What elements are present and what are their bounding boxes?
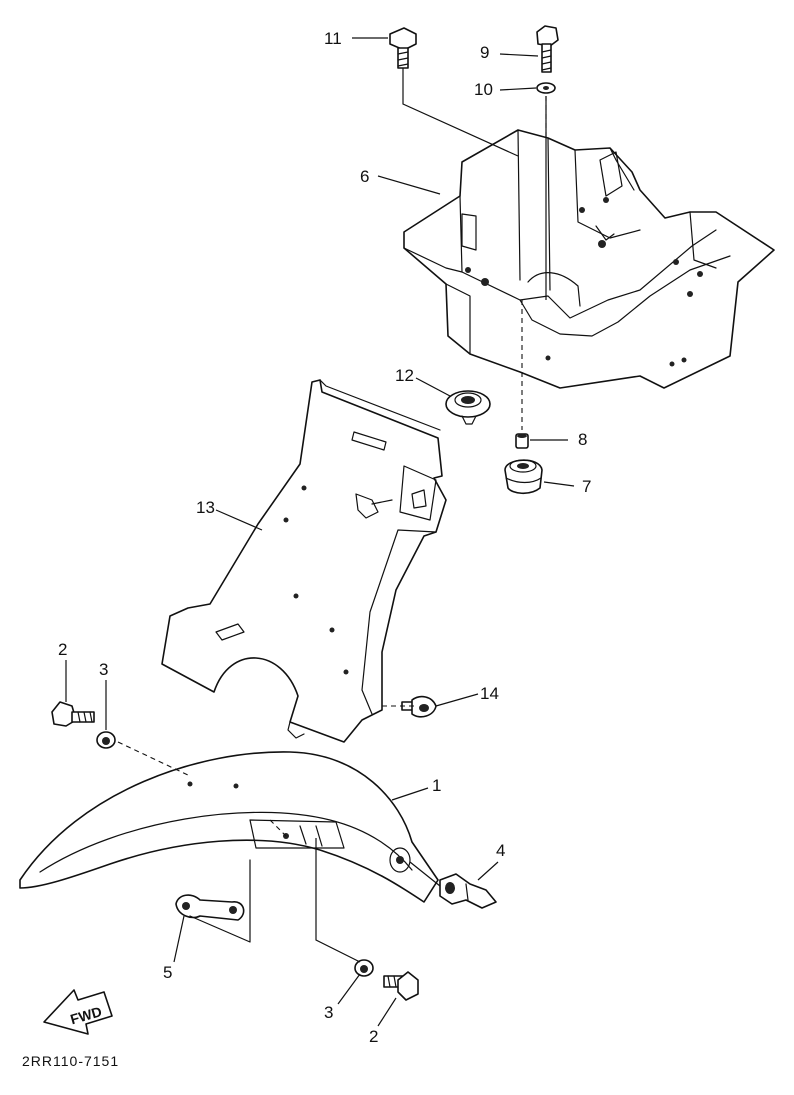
bolt-2-upper xyxy=(51,701,95,727)
clip-4 xyxy=(439,873,497,909)
callout-14: 14 xyxy=(480,684,499,703)
callout-10: 10 xyxy=(474,80,493,99)
inner-fender-13 xyxy=(161,379,447,743)
damper-7 xyxy=(504,459,543,495)
callouts: 11 9 10 6 12 8 7 13 2 3 14 1 4 5 3 2 xyxy=(58,29,591,1046)
screw-14 xyxy=(401,695,437,718)
callout-6: 6 xyxy=(360,167,369,186)
callout-2-upper: 2 xyxy=(58,640,67,659)
battery-box xyxy=(403,129,775,389)
front-fender-1 xyxy=(19,751,439,903)
callout-8: 8 xyxy=(578,430,587,449)
callout-3-lower: 3 xyxy=(324,1003,333,1022)
bolt-11 xyxy=(389,27,417,69)
assembly-lines xyxy=(117,68,547,963)
callout-3-upper: 3 xyxy=(99,660,108,679)
washer-10 xyxy=(536,82,556,94)
callout-1: 1 xyxy=(432,776,441,795)
collar-8 xyxy=(515,433,529,449)
washer-3-lower xyxy=(354,959,374,977)
callout-5: 5 xyxy=(163,963,172,982)
callout-12: 12 xyxy=(395,366,414,385)
callout-11: 11 xyxy=(324,29,342,48)
bolt-2-lower xyxy=(383,971,419,1001)
fwd-arrow: FWD xyxy=(43,989,113,1035)
callout-4: 4 xyxy=(496,841,505,860)
washer-3-upper xyxy=(96,731,116,749)
callout-2-lower: 2 xyxy=(369,1027,378,1046)
callout-7: 7 xyxy=(582,477,591,496)
bolt-9 xyxy=(536,25,559,73)
figure-code: 2RR110-7151 xyxy=(22,1053,119,1069)
callout-13: 13 xyxy=(196,498,215,517)
leader-lines xyxy=(65,37,575,1027)
stay-5 xyxy=(175,859,251,943)
grommet-12 xyxy=(445,390,491,425)
callout-9: 9 xyxy=(480,43,489,62)
